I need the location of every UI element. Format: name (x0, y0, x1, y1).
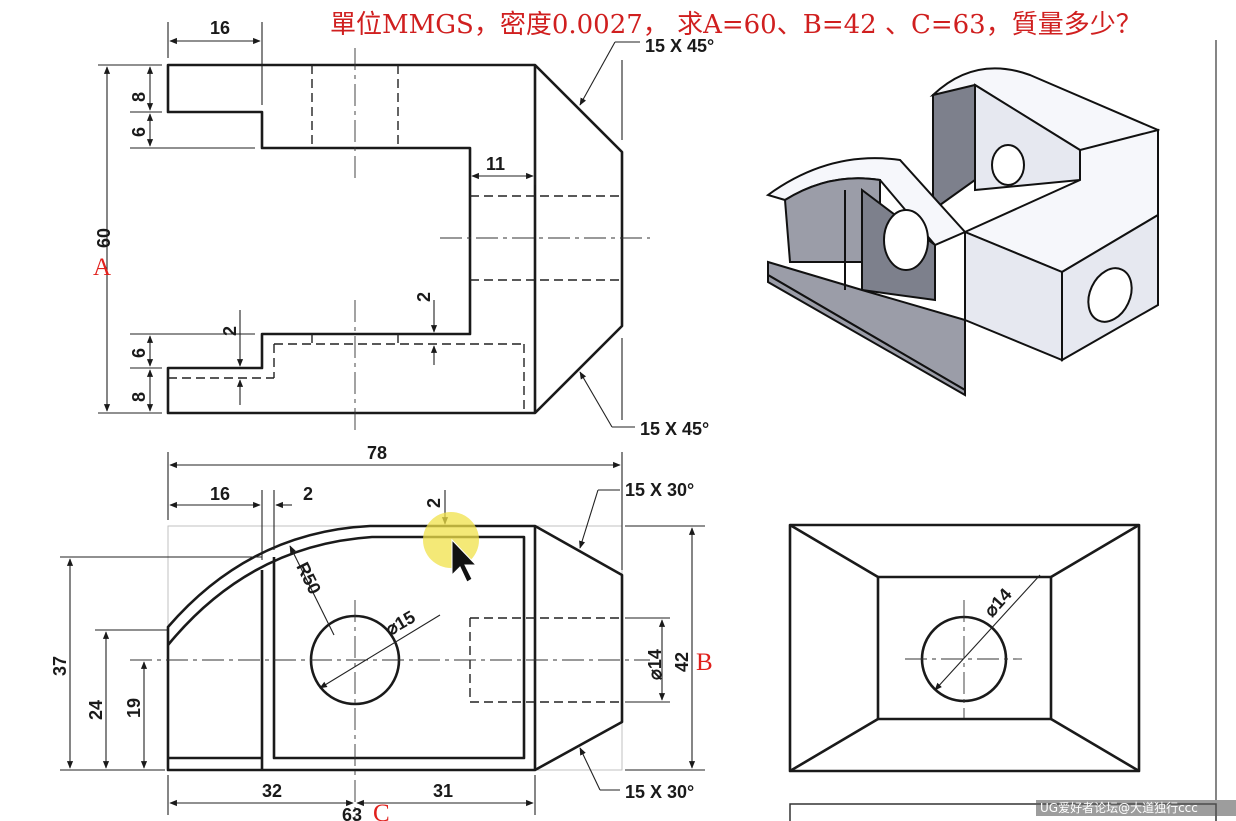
isometric-view (765, 67, 1161, 397)
chamfer-upper-front: 15 X 30° (625, 480, 694, 500)
chamfer-lower-label: 15 X 45° (640, 419, 709, 439)
side-view: ⌀14 (788, 523, 1141, 773)
iso-back-hole (991, 144, 1025, 186)
dim-dia15: ⌀15 (382, 607, 419, 640)
construction-box (167, 525, 623, 771)
dim-dia14-side: ⌀14 (980, 584, 1016, 620)
leader (579, 747, 601, 791)
side-view-diag (789, 523, 879, 579)
front-view-inner-arc (166, 535, 526, 760)
label-C: C (373, 800, 390, 821)
dim-8-lower: 8 (129, 392, 149, 402)
leader (579, 371, 613, 428)
dim-16-front: 16 (210, 484, 230, 504)
dim-31: 31 (433, 781, 453, 801)
dim-63: 63 (342, 805, 362, 821)
dim-r50: R50 (292, 559, 324, 597)
leader (289, 545, 335, 636)
dim-6-lower: 6 (129, 348, 149, 358)
leader (934, 574, 1041, 691)
dim-78: 78 (367, 443, 387, 463)
dim-dia14-right: ⌀14 (645, 649, 665, 680)
side-view-diag (1050, 717, 1140, 773)
watermark-bg (1036, 800, 1236, 816)
iso-back-wall (932, 73, 976, 212)
iso-side-hole (1087, 267, 1133, 323)
dim-32: 32 (262, 781, 282, 801)
dim-24: 24 (86, 700, 106, 720)
side-view-diag (1050, 523, 1140, 579)
leader (579, 489, 599, 549)
mouse-cursor-icon (451, 538, 478, 583)
dim-2-front-left: 2 (303, 484, 313, 504)
front-view-outline (166, 524, 624, 772)
dim-42: 42 (672, 652, 692, 672)
dim-6-upper: 6 (129, 127, 149, 137)
dim-2-left: 2 (220, 326, 240, 336)
dim-2-right: 2 (414, 292, 434, 302)
side-view-diag (789, 717, 879, 773)
leader (319, 614, 441, 689)
top-view-outline (166, 63, 624, 415)
iso-front-hole (883, 209, 929, 271)
dim-11: 11 (486, 154, 505, 174)
leader (579, 41, 616, 106)
side-view-outer (788, 523, 1141, 773)
dim-8-upper: 8 (129, 92, 149, 102)
dim-60: 60 (94, 228, 114, 248)
chamfer-upper-label: 15 X 45° (645, 36, 714, 56)
dim-16-top: 16 (210, 18, 230, 38)
top-view: 16 15 X 45° 15 X 45° 60 A 8 6 6 8 (93, 18, 714, 439)
question-title: 單位MMGS，密度0.0027， 求A=60、B=42 、C=63，質量多少？ (330, 10, 1142, 40)
label-A: A (93, 254, 111, 281)
notes-box (789, 803, 1217, 821)
side-view-inner (876, 575, 1053, 721)
dim-37: 37 (50, 656, 70, 676)
watermark: UG爱好者论坛@大道独行ccc (1040, 801, 1198, 815)
dim-19: 19 (124, 698, 144, 718)
front-view: 78 16 2 2 15 X 30° 15 X 30° R50 ⌀15 ⌀14 (50, 443, 713, 821)
chamfer-lower-front: 15 X 30° (625, 782, 694, 802)
dim-2-top: 2 (424, 498, 444, 508)
label-B: B (696, 649, 713, 676)
